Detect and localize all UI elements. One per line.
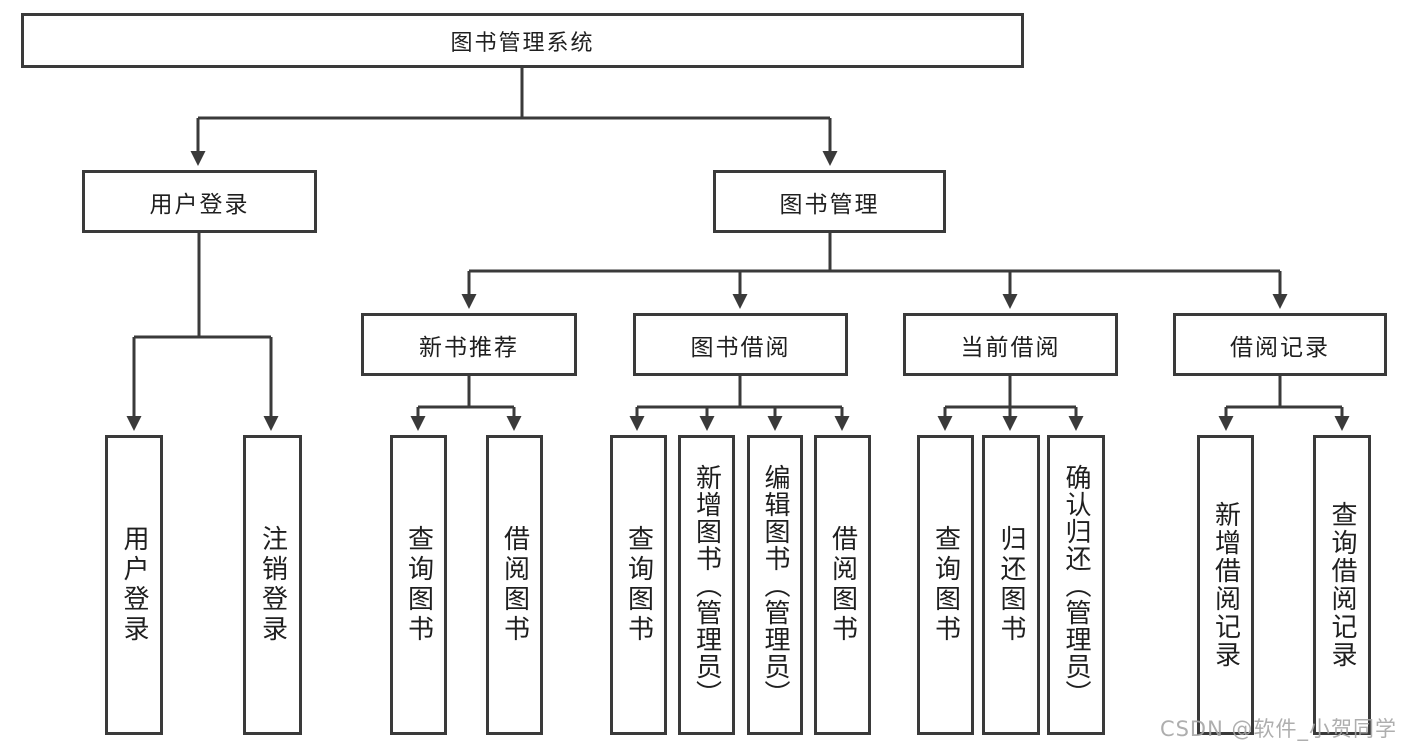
node-leaf-cb-return-book: 归还图书 [982,435,1040,735]
node-user-login: 用户登录 [82,170,317,233]
node-leaf-bb-edit-book: 编辑图书（管理员） [747,435,803,735]
node-leaf-rec-add-record: 新增借阅记录 [1197,435,1254,735]
trunk-borrow-record [1226,376,1342,409]
node-leaf-bb-borrow-book: 借阅图书 [814,435,871,735]
node-leaf-bb-add-book: 新增图书（管理员） [678,435,735,735]
node-leaf-cb-query-book: 查询图书 [917,435,974,735]
watermark: CSDN @软件_小贺同学 [1159,717,1397,741]
node-leaf-rec-query-record: 查询借阅记录 [1313,435,1371,735]
node-current-borrow: 当前借阅 [903,313,1118,376]
node-leaf-nb-query-book: 查询图书 [390,435,447,735]
node-root: 图书管理系统 [21,13,1024,68]
trunk-book-borrow [637,376,842,409]
trunk-current-borrow [945,376,1076,409]
node-book-borrow: 图书借阅 [633,313,848,376]
node-new-book-recommend: 新书推荐 [361,313,577,376]
node-leaf-logout: 注销登录 [243,435,302,735]
node-leaf-user-login: 用户登录 [105,435,163,735]
trunk-root [198,68,830,120]
node-leaf-nb-borrow-book: 借阅图书 [486,435,543,735]
node-leaf-bb-query-book: 查询图书 [610,435,667,735]
node-leaf-cb-confirm-return: 确认归还（管理员） [1047,435,1105,735]
trunk-book-manage [469,233,1280,273]
trunk-new-book [418,376,514,409]
node-borrow-record: 借阅记录 [1173,313,1387,376]
trunk-user-login [134,233,271,339]
node-book-manage: 图书管理 [713,170,946,233]
